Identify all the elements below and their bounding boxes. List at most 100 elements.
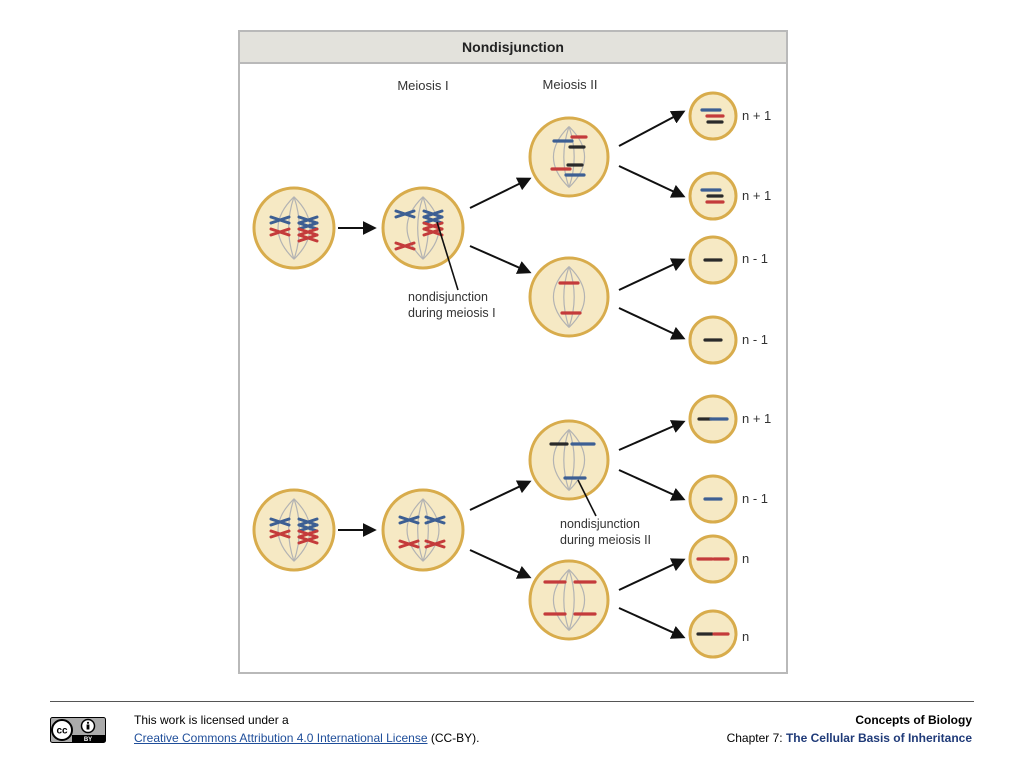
spindle-fiber <box>277 196 295 260</box>
chapter-title: The Cellular Basis of Inheritance <box>785 731 972 745</box>
spindle-fiber <box>553 126 570 188</box>
spindle-fiber <box>553 429 570 491</box>
arrow <box>469 245 532 274</box>
chromosome <box>297 517 319 527</box>
arrow <box>618 258 686 291</box>
outcome-label-top-2: n + 1 <box>742 188 771 203</box>
spindle-fiber <box>406 196 424 260</box>
spindle-fiber <box>422 498 440 562</box>
chromosome <box>398 515 420 525</box>
spindle-fiber <box>563 429 570 491</box>
footer-divider <box>50 701 974 702</box>
chromosome <box>269 529 291 539</box>
outcome-label-bottom-1: n + 1 <box>742 411 771 426</box>
cell-meiosis2-bottom-lower <box>528 559 610 641</box>
cell-gamete-bottom-1 <box>688 394 738 444</box>
cell-membrane <box>528 419 610 501</box>
chromosome <box>269 517 291 527</box>
arrow <box>469 177 532 209</box>
spindle-fiber <box>568 126 585 188</box>
cell-gamete-top-1 <box>688 91 738 141</box>
arrow <box>618 558 686 591</box>
chromosome <box>424 539 446 549</box>
cell-parent-bottom <box>252 488 336 572</box>
spindle-fiber <box>568 266 585 328</box>
cell-gamete-bottom-2 <box>688 474 738 524</box>
cell-membrane <box>252 186 336 270</box>
diagram-canvas: Meiosis I Meiosis II nondisjunction during … <box>252 77 771 659</box>
arrow <box>469 549 532 579</box>
spindle-fiber <box>568 429 575 491</box>
spindle-fiber <box>277 498 295 562</box>
annotation-nondisjunction-meiosis2-line2: during meiosis II <box>560 533 651 547</box>
cell-gamete-top-3 <box>688 235 738 285</box>
spindle-fiber <box>568 429 585 491</box>
outcome-label-bottom-2: n - 1 <box>742 491 768 506</box>
arrow <box>618 307 686 340</box>
svg-text:BY: BY <box>84 737 92 743</box>
spindle-fiber <box>417 498 424 562</box>
cell-membrane <box>528 116 610 198</box>
book-title: Concepts of Biology <box>855 713 972 727</box>
chromosome <box>398 539 420 549</box>
arrow <box>469 480 532 511</box>
license-line: Creative Commons Attribution 4.0 Interna… <box>134 731 480 745</box>
cell-gamete-top-2 <box>688 171 738 221</box>
chromosome <box>394 241 416 251</box>
chromosome <box>297 535 319 545</box>
cell-gamete-bottom-3 <box>688 534 738 584</box>
chromosome <box>297 529 319 539</box>
chapter-prefix: Chapter 7: <box>726 731 786 745</box>
spindle-fiber <box>406 498 424 562</box>
cell-membrane <box>528 256 610 338</box>
license-suffix: (CC-BY). <box>427 731 480 745</box>
arrow <box>618 420 686 451</box>
chromosome <box>297 221 319 231</box>
cell-meiosis2-top-upper <box>528 116 610 198</box>
column-header-meiosis-2: Meiosis II <box>543 77 598 92</box>
cell-meiosis1-top <box>381 186 465 270</box>
chromosome <box>394 209 416 219</box>
cell-parent-top <box>252 186 336 270</box>
chromosome <box>297 227 319 237</box>
cell-meiosis2-bottom-upper <box>528 419 610 501</box>
annotation-nondisjunction-meiosis1-line2: during meiosis I <box>408 306 496 320</box>
arrow <box>618 165 686 198</box>
chromosome <box>297 215 319 225</box>
cell-membrane <box>528 559 610 641</box>
license-link[interactable]: Creative Commons Attribution 4.0 Interna… <box>134 731 428 745</box>
annotation-nondisjunction-meiosis1: nondisjunction <box>408 290 488 304</box>
chromosome <box>269 227 291 237</box>
cell-membrane <box>381 488 465 572</box>
outcome-label-top-4: n - 1 <box>742 332 768 347</box>
chromosome <box>422 209 444 219</box>
cell-gamete-bottom-4 <box>688 609 738 659</box>
spindle-fiber <box>568 266 575 328</box>
chromosome <box>424 515 446 525</box>
chapter-line: Chapter 7: The Cellular Basis of Inherit… <box>727 731 972 745</box>
annotation-nondisjunction-meiosis2: nondisjunction <box>560 517 640 531</box>
spindle-fiber <box>568 569 585 631</box>
outcome-label-top-1: n + 1 <box>742 108 771 123</box>
arrow <box>618 469 686 501</box>
chromosome <box>297 523 319 533</box>
column-header-meiosis-1: Meiosis I <box>397 78 448 93</box>
spindle-fiber <box>563 569 570 631</box>
spindle-fiber <box>563 266 570 328</box>
arrow <box>618 110 686 147</box>
chromosome <box>422 215 444 225</box>
spindle-fiber <box>553 569 570 631</box>
spindle-fiber <box>553 266 570 328</box>
spindle-fiber <box>417 196 424 260</box>
arrow <box>618 607 686 639</box>
chromosome <box>269 215 291 225</box>
license-text: This work is licensed under a <box>134 713 289 727</box>
figure-title: Nondisjunction <box>240 32 786 64</box>
annotation-pointer <box>436 221 459 291</box>
nondisjunction-figure: Meiosis I Meiosis II nondisjunction during … <box>238 30 788 674</box>
cc-by-license-icon[interactable]: cc BY <box>50 717 106 743</box>
spindle-fiber <box>563 126 570 188</box>
cell-membrane <box>252 488 336 572</box>
svg-text:cc: cc <box>56 726 68 737</box>
spindle-fiber <box>568 126 575 188</box>
